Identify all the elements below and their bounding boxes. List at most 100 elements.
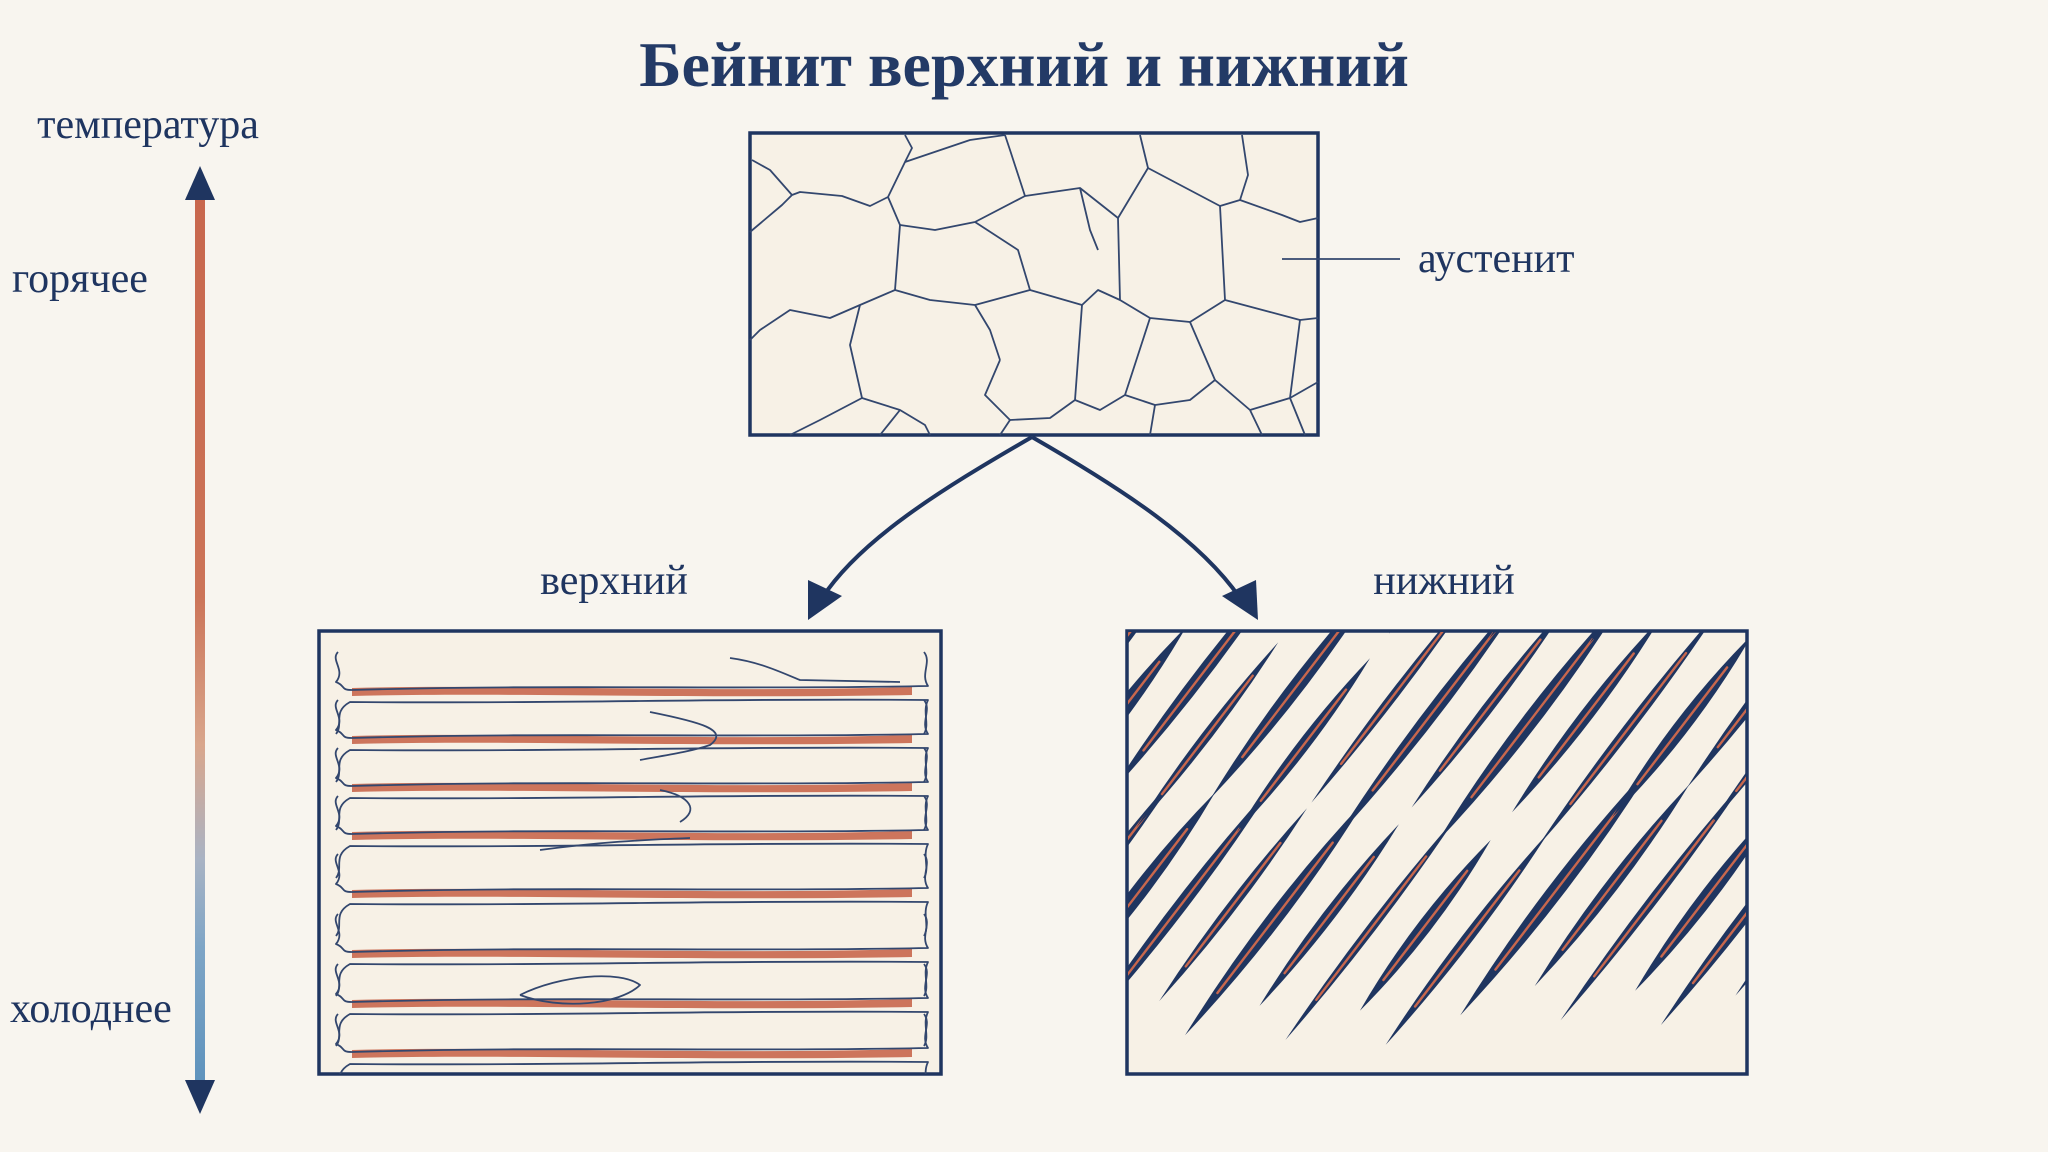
page-title: Бейнит верхний и нижний [639,29,1409,100]
carbide-core [1726,436,1853,602]
lath-interface [639,711,718,761]
carbide-band [352,888,912,899]
carbide-core [1216,841,1334,995]
carbide-band [352,734,912,745]
carbide-band [352,998,912,1009]
upper-lath-structure [334,651,929,1074]
carbide-core [1128,827,1189,909]
austenite-panel: аустенит [748,131,1574,437]
grain-boundary [1289,397,1306,436]
carbide-core [1315,855,1428,1001]
lath-interface [519,975,641,1005]
ferrite-needle [1689,632,1704,648]
lower-bainite-panel: нижний [936,381,1923,1076]
carbide-core [988,815,1093,953]
arrow-up-icon [185,166,215,200]
carbide-core [1716,708,1746,749]
ferrite-needle [1564,381,1739,609]
carbide-core [1561,819,1663,951]
ferrite-needle [1589,632,1601,644]
carbide-core [1218,445,1326,585]
arrow-to-upper [820,435,1033,600]
grain-boundary [904,134,1006,163]
grain-boundary [1124,321,1216,406]
grain-boundary [1117,205,1226,323]
ferrite-needle [1188,405,1356,624]
carbide-core [1413,869,1521,1008]
carbide-core [1614,500,1700,612]
grain-boundary [1239,199,1319,223]
lath-boundary [334,963,929,1003]
upper-bainite-panel: верхний [317,558,943,1076]
grain-boundary [1074,317,1151,411]
carbide-core [1494,805,1622,971]
carbide-core [1569,651,1688,806]
ferrite-needle [1660,904,1746,1025]
carbide-core [1039,495,1131,615]
carbide-core [1760,849,1848,964]
carbide-band [352,782,912,793]
ferrite-needle [1388,632,1391,634]
grain-boundary [749,134,913,233]
carbide-core [1470,638,1594,799]
lath-boundary [335,900,929,937]
lower-needle-structure [936,381,1923,1045]
carbide-core [1371,632,1496,792]
carbide-core [1339,632,1444,766]
lath-boundary [334,913,929,953]
carbide-band [352,830,912,841]
ferrite-needle [1128,632,1242,774]
carbide-core [1537,652,1635,779]
carbide-core [1259,688,1348,802]
arrow-down-icon [185,1080,215,1114]
upper-frame [317,629,943,1076]
carbide-core [1398,395,1521,555]
austenite-frame [748,131,1320,437]
grain-boundary [751,159,793,196]
ferrite-needle [936,611,1095,818]
austenite-grain-network [749,134,1319,436]
lath-interface [659,789,692,823]
ferrite-needle [1686,701,1746,788]
carbide-band [352,1048,912,1059]
transformation-arrows [808,435,1258,620]
ferrite-needle [1712,772,1746,822]
ferrite-needle [1128,792,1216,919]
lath-interface [729,657,901,683]
carbide-core [1691,912,1746,985]
ferrite-needle [1128,632,1184,716]
carbide-core [1142,632,1236,752]
grain-boundary [1004,134,1149,219]
cold-label: холоднее [10,986,172,1032]
arrow-head-lower-icon [1222,580,1258,620]
carbide-core [1382,869,1469,982]
lath-boundary [334,699,929,739]
ferrite-needle [959,777,1124,992]
carbide-core [1128,827,1241,976]
carbide-core [1694,436,1800,575]
upper-label: верхний [540,558,688,604]
carbide-core [1160,674,1254,796]
ferrite-needle [1128,632,1137,644]
carbide-core [1241,632,1340,759]
lath-boundary [335,842,929,879]
lath-interface [539,837,691,851]
carbide-core [1660,844,1746,958]
ferrite-needle [1765,413,1923,618]
grain-boundary [1149,404,1156,436]
ferrite-needle [1013,461,1157,649]
temperature-axis-label: температура [37,102,259,148]
temperature-gradient-bar [195,200,205,1080]
carbide-core [1793,450,1894,581]
carbide-core [1593,819,1715,978]
lath-boundary [334,651,929,691]
hot-label: горячее [12,256,148,302]
grain-boundary [984,304,1083,421]
carbide-band [352,686,912,697]
carbide-band [352,948,912,959]
ferrite-needle [1210,632,1346,798]
grain-boundary [974,221,1031,291]
carbide-core [1438,638,1542,772]
ferrite-needle [1664,397,1830,614]
